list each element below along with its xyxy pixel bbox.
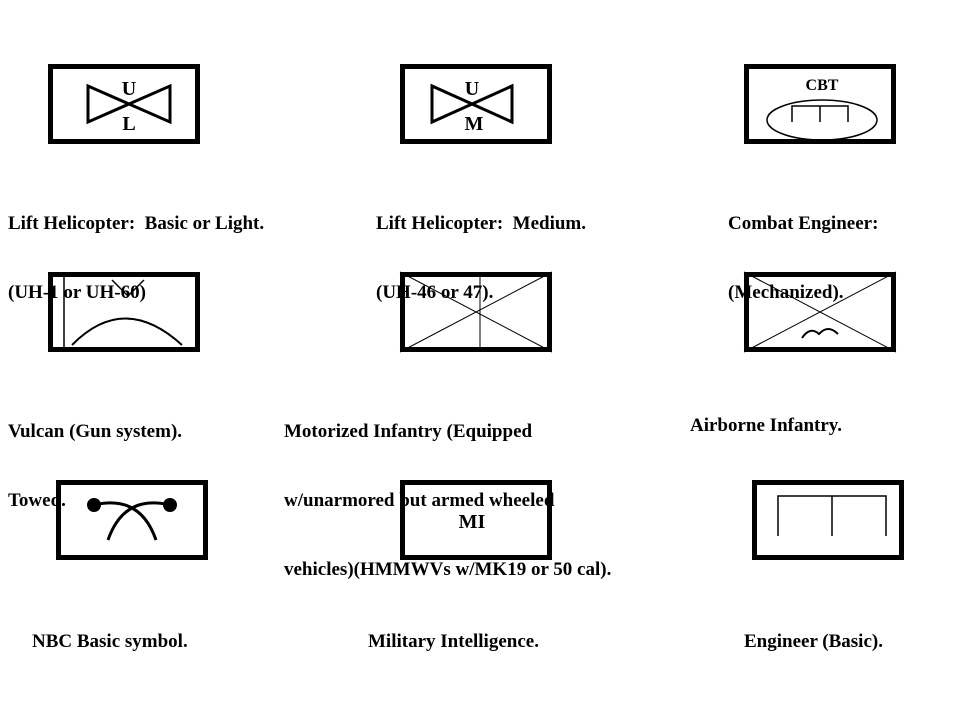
lift-helicopter-light-symbol: U L — [48, 64, 200, 144]
nbc-symbol — [56, 480, 208, 560]
gun-arc-icon — [71, 317, 183, 346]
lift-helicopter-medium-symbol: U M — [400, 64, 552, 144]
bottom-letter: M — [465, 113, 484, 135]
chevron-icon — [111, 279, 145, 298]
engineer-basic-symbol — [752, 480, 904, 560]
caption-combat-engineer: Combat Engineer: (Mechanized). — [728, 213, 879, 303]
nbc-arc-right-icon — [106, 501, 171, 541]
top-letter: U — [465, 78, 479, 100]
infantry-cross-line — [399, 271, 553, 353]
rotor-bowtie-icon — [430, 83, 514, 125]
engineer-bracket-icon — [777, 495, 887, 536]
vulcan-towed-symbol — [48, 272, 200, 352]
military-intelligence-symbol: MI — [400, 480, 552, 560]
bottom-letter: L — [122, 113, 135, 135]
airborne-infantry-symbol — [743, 271, 897, 353]
rotor-bowtie-icon — [86, 83, 172, 125]
caption-lift-helicopter-medium: Lift Helicopter: Medium. (UH-46 or 47). — [376, 213, 587, 303]
engineer-bracket-icon — [791, 105, 849, 122]
motorized-infantry-symbol — [399, 271, 553, 353]
mechanized-oval-icon — [766, 99, 878, 141]
caption-motorized-infantry: Motorized Infantry (Equipped w/unarmored… — [284, 421, 612, 580]
airborne-wings-icon — [801, 328, 839, 339]
infantry-cross-line — [743, 271, 897, 353]
caption-airborne-infantry: Airborne Infantry. — [690, 415, 842, 436]
caption-engineer-basic: Engineer (Basic). — [744, 631, 883, 652]
cbt-label: CBT — [806, 77, 839, 94]
top-letter: U — [122, 78, 136, 100]
mi-label: MI — [459, 511, 486, 533]
caption-lift-helicopter-light: Lift Helicopter: Basic or Light. (UH-1 o… — [8, 213, 265, 303]
nbc-arc-left-icon — [93, 501, 158, 541]
caption-military-intelligence: Military Intelligence. — [368, 631, 539, 652]
caption-nbc: NBC Basic symbol. — [32, 631, 188, 652]
combat-engineer-symbol: CBT — [744, 64, 896, 144]
caption-vulcan: Vulcan (Gun system). Towed. — [8, 421, 183, 511]
